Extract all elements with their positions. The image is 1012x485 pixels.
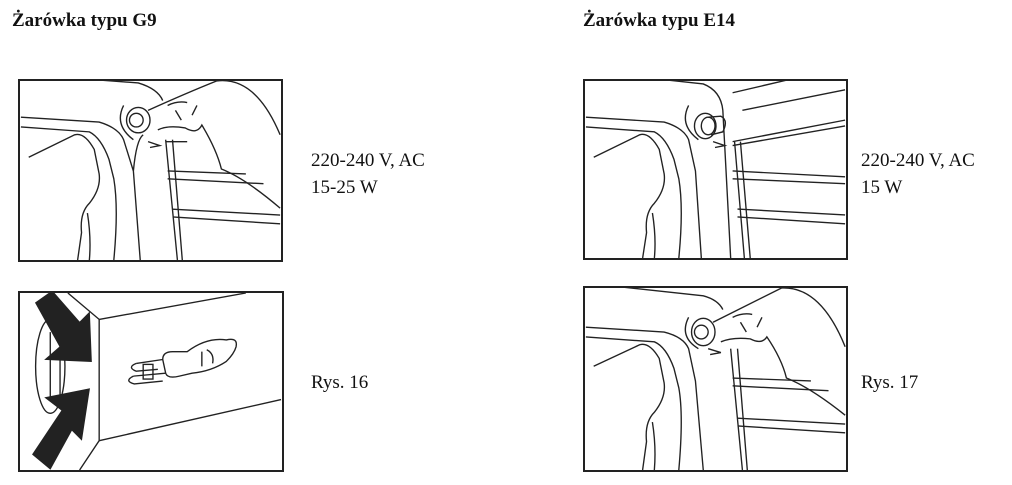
spec-g9-power: 15-25 W <box>311 177 378 198</box>
figure-e14-remove-bulb <box>583 286 848 472</box>
section-title-e14: Żarówka typu E14 <box>583 10 736 31</box>
figure-g9-remove-cover <box>18 79 283 262</box>
caption-rys-16: Rys. 16 <box>311 372 369 393</box>
spec-e14-voltage: 220-240 V, AC <box>861 150 975 171</box>
figure-g9-bulb <box>18 291 284 472</box>
oven-lamp-hand-illustration <box>20 81 281 260</box>
oven-lamp-hand-e14-illustration <box>585 288 846 470</box>
g9-bulb-illustration <box>32 293 282 470</box>
spec-g9: 220-240 V, AC 15-25 W <box>311 147 425 201</box>
figure-e14-bulb-socket <box>583 79 848 260</box>
oven-lamp-e14-illustration <box>585 81 846 258</box>
spec-e14-power: 15 W <box>861 177 903 198</box>
section-title-g9: Żarówka typu G9 <box>12 10 157 31</box>
caption-rys-17: Rys. 17 <box>861 372 919 393</box>
spec-e14: 220-240 V, AC 15 W <box>861 147 975 201</box>
spec-g9-voltage: 220-240 V, AC <box>311 150 425 171</box>
